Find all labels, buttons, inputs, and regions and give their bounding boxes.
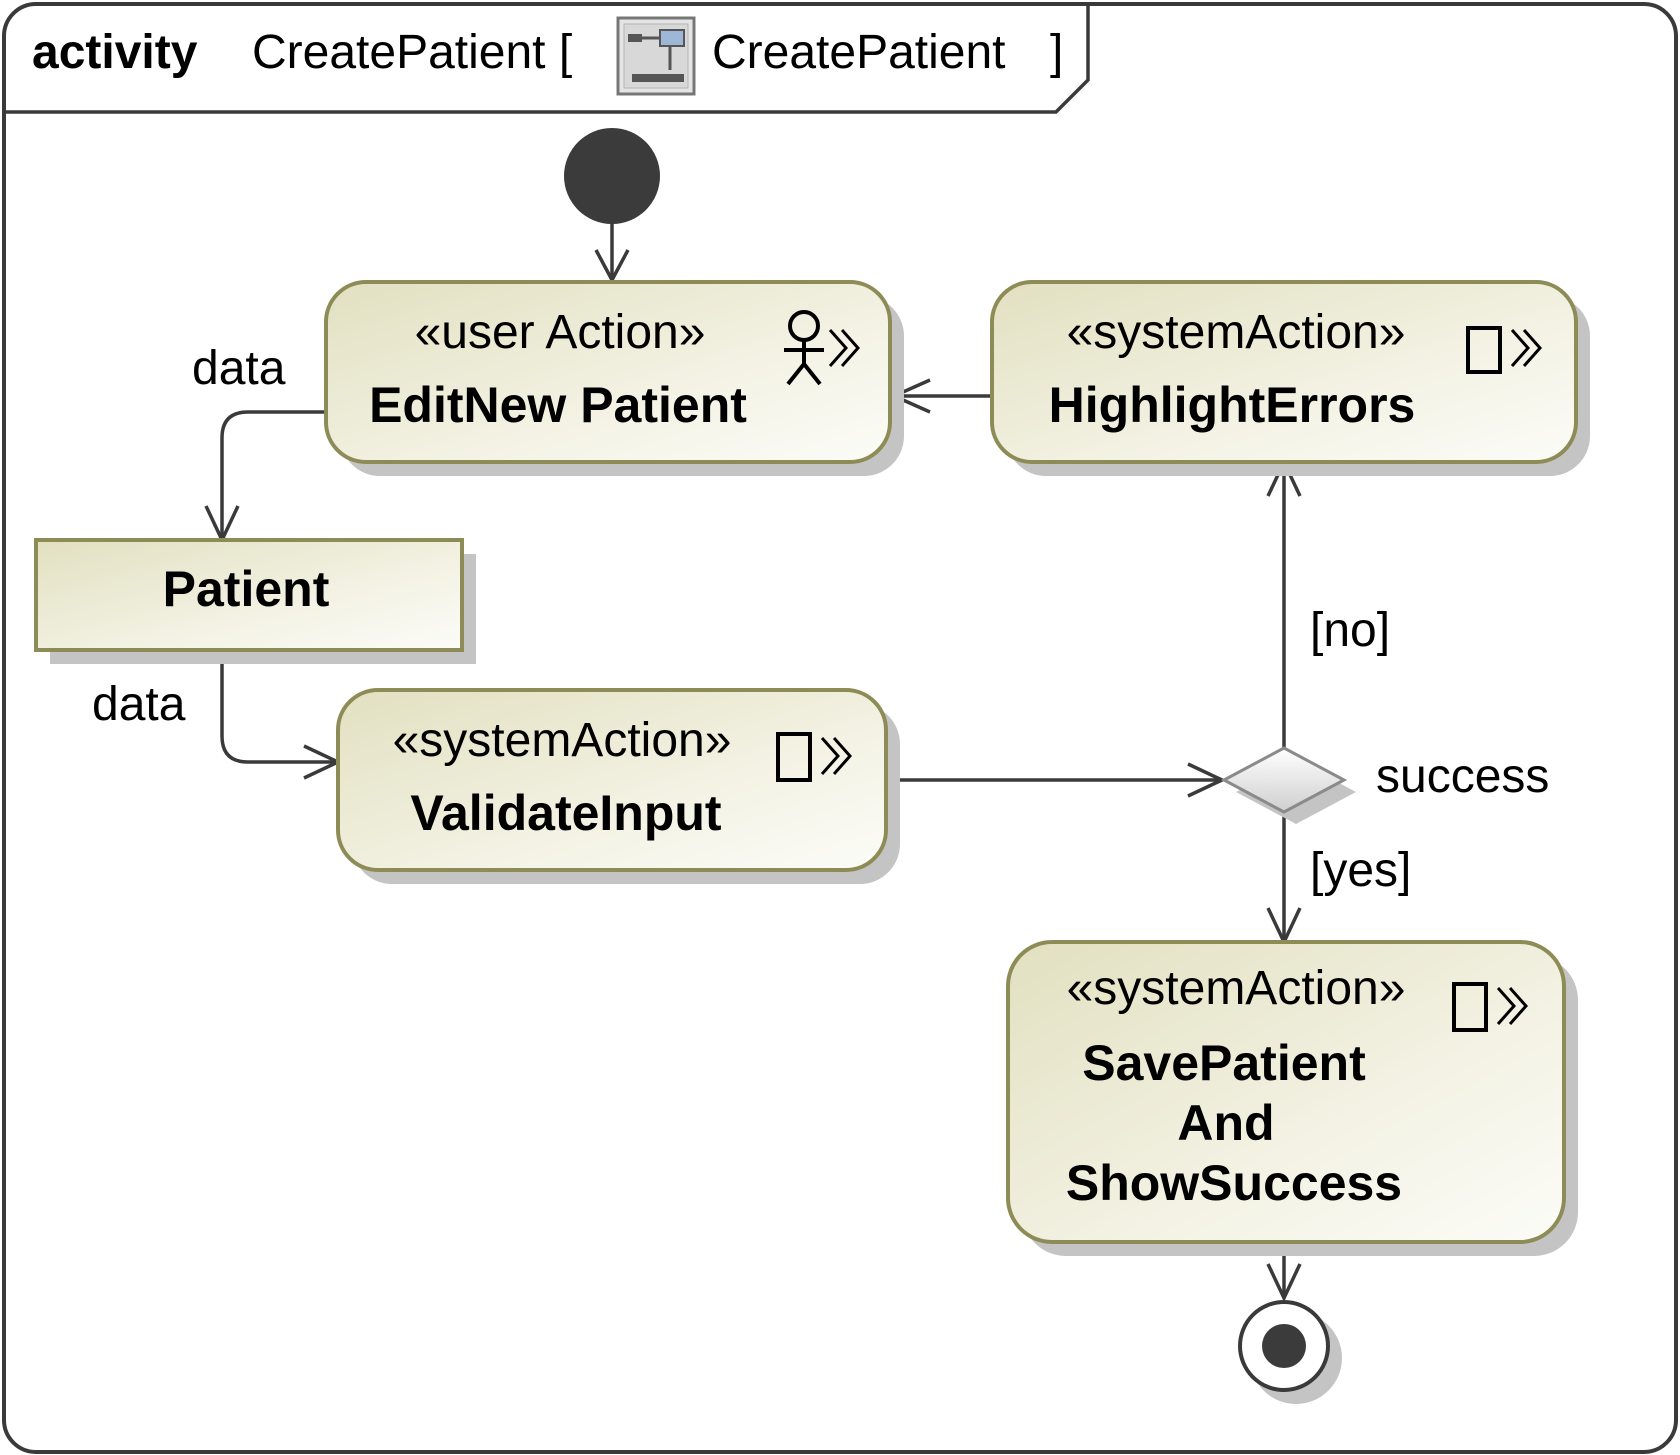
activity-diagram-icon [616,16,696,96]
action-stereotype: «systemAction» [393,714,732,767]
action-name: HighlightErrors [1049,377,1416,433]
action-highlight-errors[interactable]: «systemAction» HighlightErrors [990,280,1590,476]
action-stereotype: «systemAction» [1067,306,1406,359]
actor-icon [784,310,824,386]
frame-keyword: activity [32,26,198,79]
system-action-icon [776,732,853,782]
initial-node [564,128,660,224]
action-validate-input[interactable]: «systemAction» ValidateInput [336,688,900,884]
object-node-name: Patient [163,561,330,617]
system-action-icon [1452,982,1529,1032]
object-node-patient[interactable]: Patient [34,538,476,664]
chevron-right-icon [828,329,861,367]
action-name: ValidateInput [410,785,722,841]
guard-no: [no] [1310,604,1390,657]
frame-header: activity CreatePatient [ CreatePatient ] [32,16,1063,96]
action-stereotype: «systemAction» [1067,962,1406,1015]
action-edit-new-patient[interactable]: «user Action» EditNew Patient [324,280,904,476]
action-save-patient[interactable]: «systemAction» SavePatient And ShowSucce… [1006,940,1578,1256]
decision-node[interactable] [1220,746,1356,824]
frame-behavior-name: CreatePatient [712,26,1006,79]
frame-close-bracket: ] [1050,26,1063,79]
action-name-line-2: And [1177,1095,1274,1151]
system-action-icon [1466,326,1543,374]
action-stereotype: «user Action» [415,306,706,359]
decision-label: success [1376,750,1549,803]
guard-yes: [yes] [1310,844,1411,897]
action-name: EditNew Patient [369,377,747,433]
flow-label-data-edit: data [192,342,286,395]
flow-label-data-patient: data [92,678,186,731]
action-name-line-1: SavePatient [1082,1035,1366,1091]
activity-final-node [1238,1300,1342,1404]
frame-name: CreatePatient [ [252,26,572,79]
action-name-line-3: ShowSuccess [1066,1155,1402,1211]
